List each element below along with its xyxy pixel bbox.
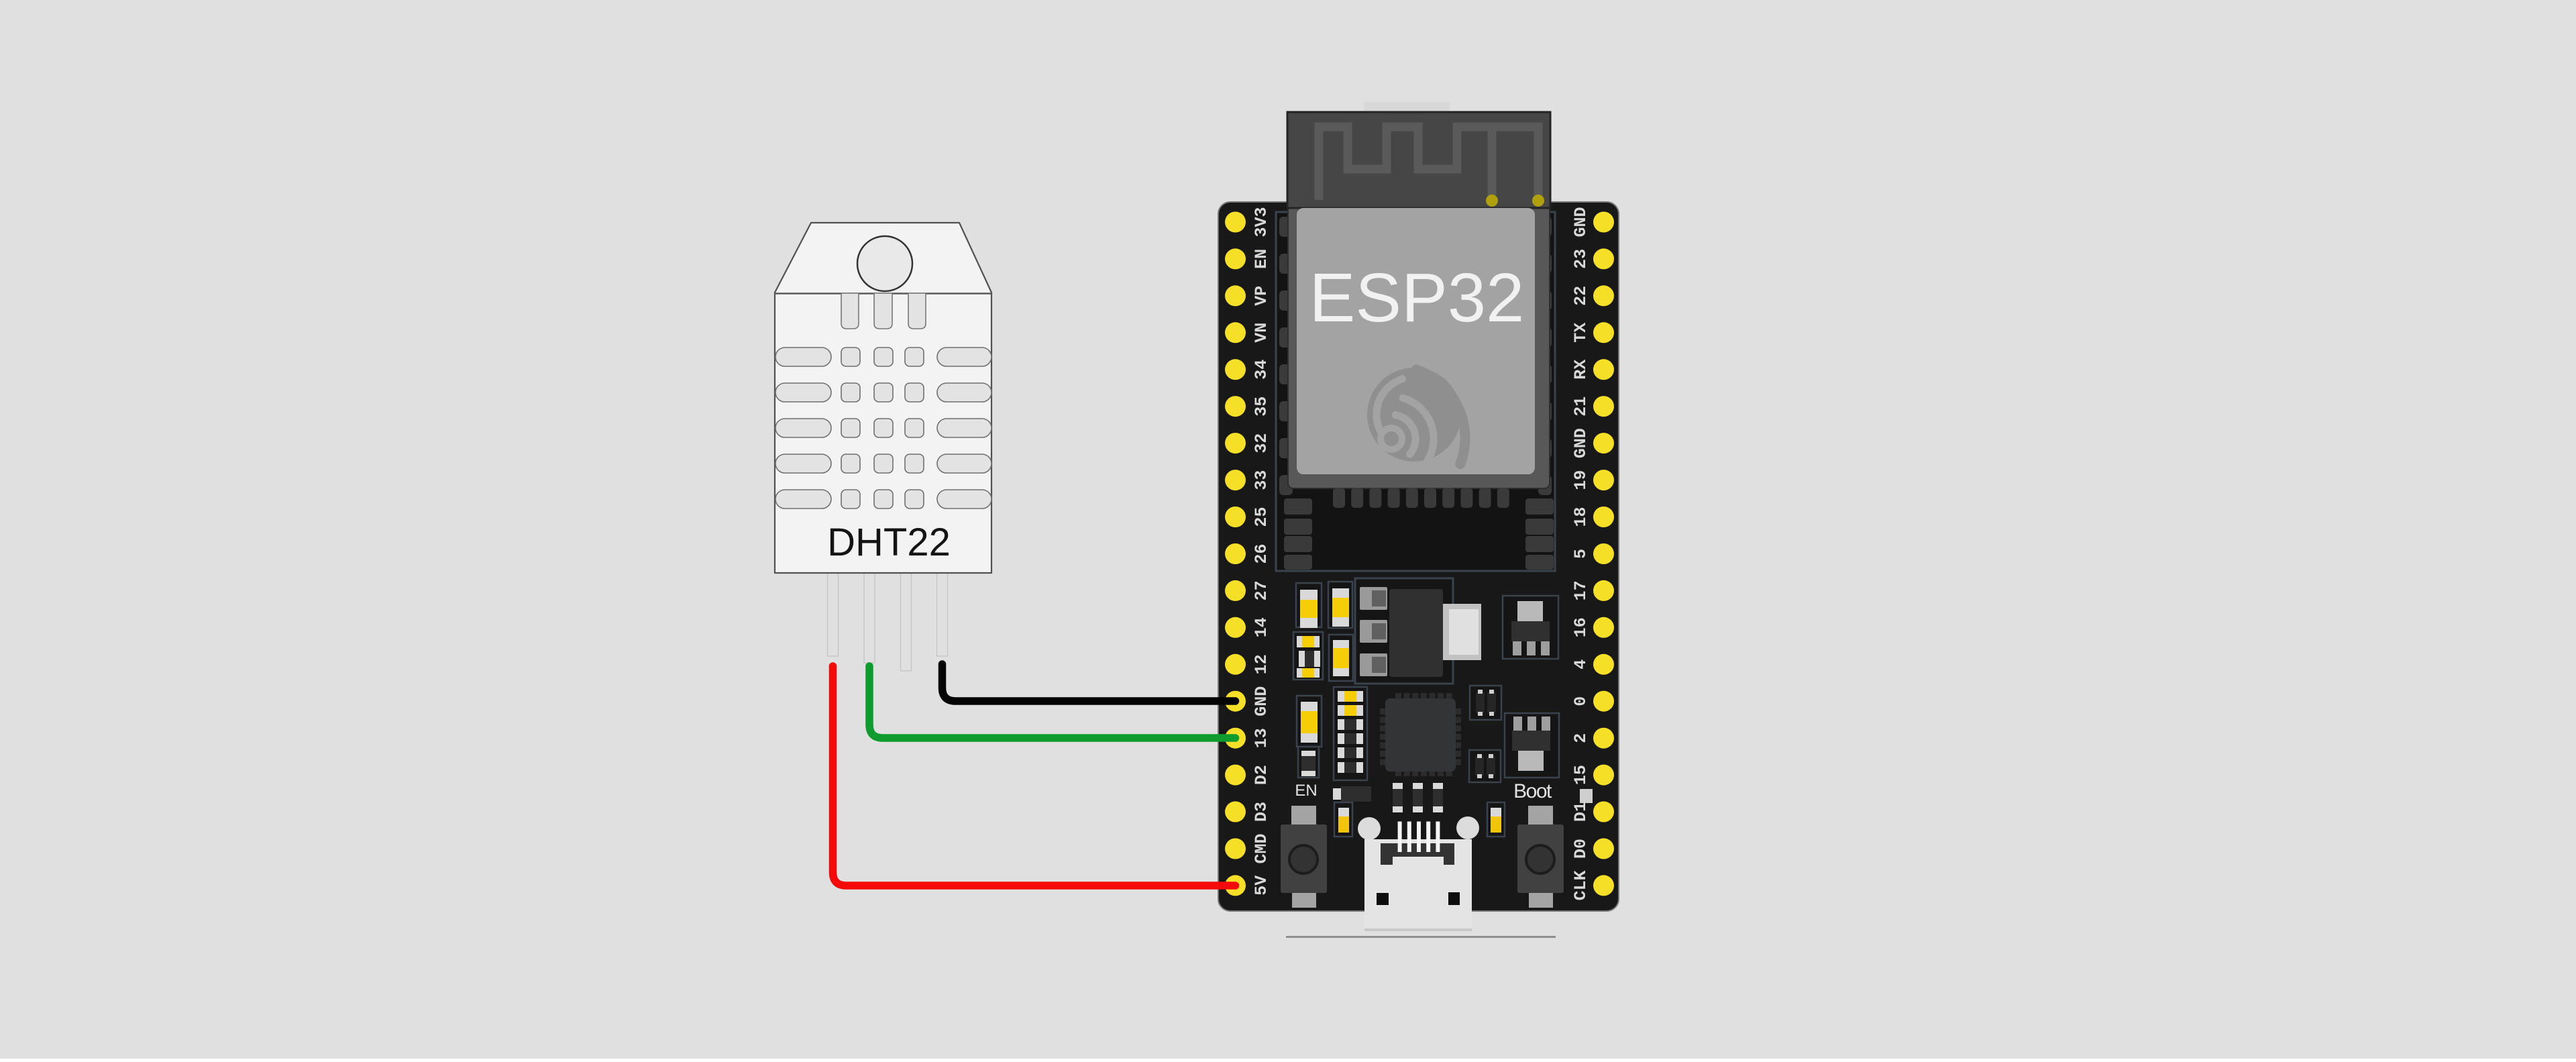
svg-text:D3: D3 — [1252, 802, 1271, 822]
svg-text:ESP32: ESP32 — [1309, 259, 1525, 336]
svg-text:25: 25 — [1252, 507, 1271, 527]
svg-text:35: 35 — [1252, 396, 1271, 417]
svg-text:34: 34 — [1252, 360, 1271, 380]
svg-text:GND: GND — [1252, 686, 1271, 716]
svg-text:13: 13 — [1252, 728, 1271, 748]
svg-text:5: 5 — [1571, 549, 1591, 559]
svg-text:22: 22 — [1571, 286, 1591, 306]
svg-text:15: 15 — [1571, 765, 1591, 785]
svg-text:GND: GND — [1571, 207, 1591, 237]
svg-text:VP: VP — [1252, 286, 1271, 306]
svg-text:EN: EN — [1252, 249, 1271, 269]
svg-text:12: 12 — [1252, 654, 1271, 674]
svg-text:Boot: Boot — [1513, 780, 1552, 802]
svg-text:D0: D0 — [1571, 839, 1591, 859]
svg-text:VN: VN — [1252, 323, 1271, 343]
svg-text:D1: D1 — [1571, 802, 1591, 822]
svg-text:16: 16 — [1571, 617, 1591, 637]
svg-text:CLK: CLK — [1571, 870, 1591, 900]
svg-text:26: 26 — [1252, 543, 1271, 564]
svg-text:RX: RX — [1571, 360, 1591, 380]
svg-text:EN: EN — [1295, 782, 1317, 800]
svg-text:18: 18 — [1571, 507, 1591, 527]
svg-text:23: 23 — [1571, 249, 1591, 269]
svg-text:0: 0 — [1571, 696, 1591, 706]
svg-text:D2: D2 — [1252, 765, 1271, 785]
svg-text:21: 21 — [1571, 396, 1591, 417]
svg-text:TX: TX — [1571, 323, 1591, 343]
svg-text:4: 4 — [1571, 659, 1591, 670]
svg-text:32: 32 — [1252, 433, 1271, 454]
svg-text:19: 19 — [1571, 470, 1591, 490]
svg-text:33: 33 — [1252, 470, 1271, 490]
svg-text:14: 14 — [1252, 617, 1271, 637]
svg-text:5V: 5V — [1252, 875, 1271, 896]
svg-text:GND: GND — [1571, 428, 1591, 458]
svg-text:2: 2 — [1571, 733, 1591, 743]
svg-text:3V3: 3V3 — [1252, 207, 1271, 237]
svg-text:DHT22: DHT22 — [827, 521, 951, 564]
svg-text:27: 27 — [1252, 580, 1271, 600]
svg-text:CMD: CMD — [1252, 833, 1271, 863]
svg-text:17: 17 — [1571, 580, 1591, 600]
